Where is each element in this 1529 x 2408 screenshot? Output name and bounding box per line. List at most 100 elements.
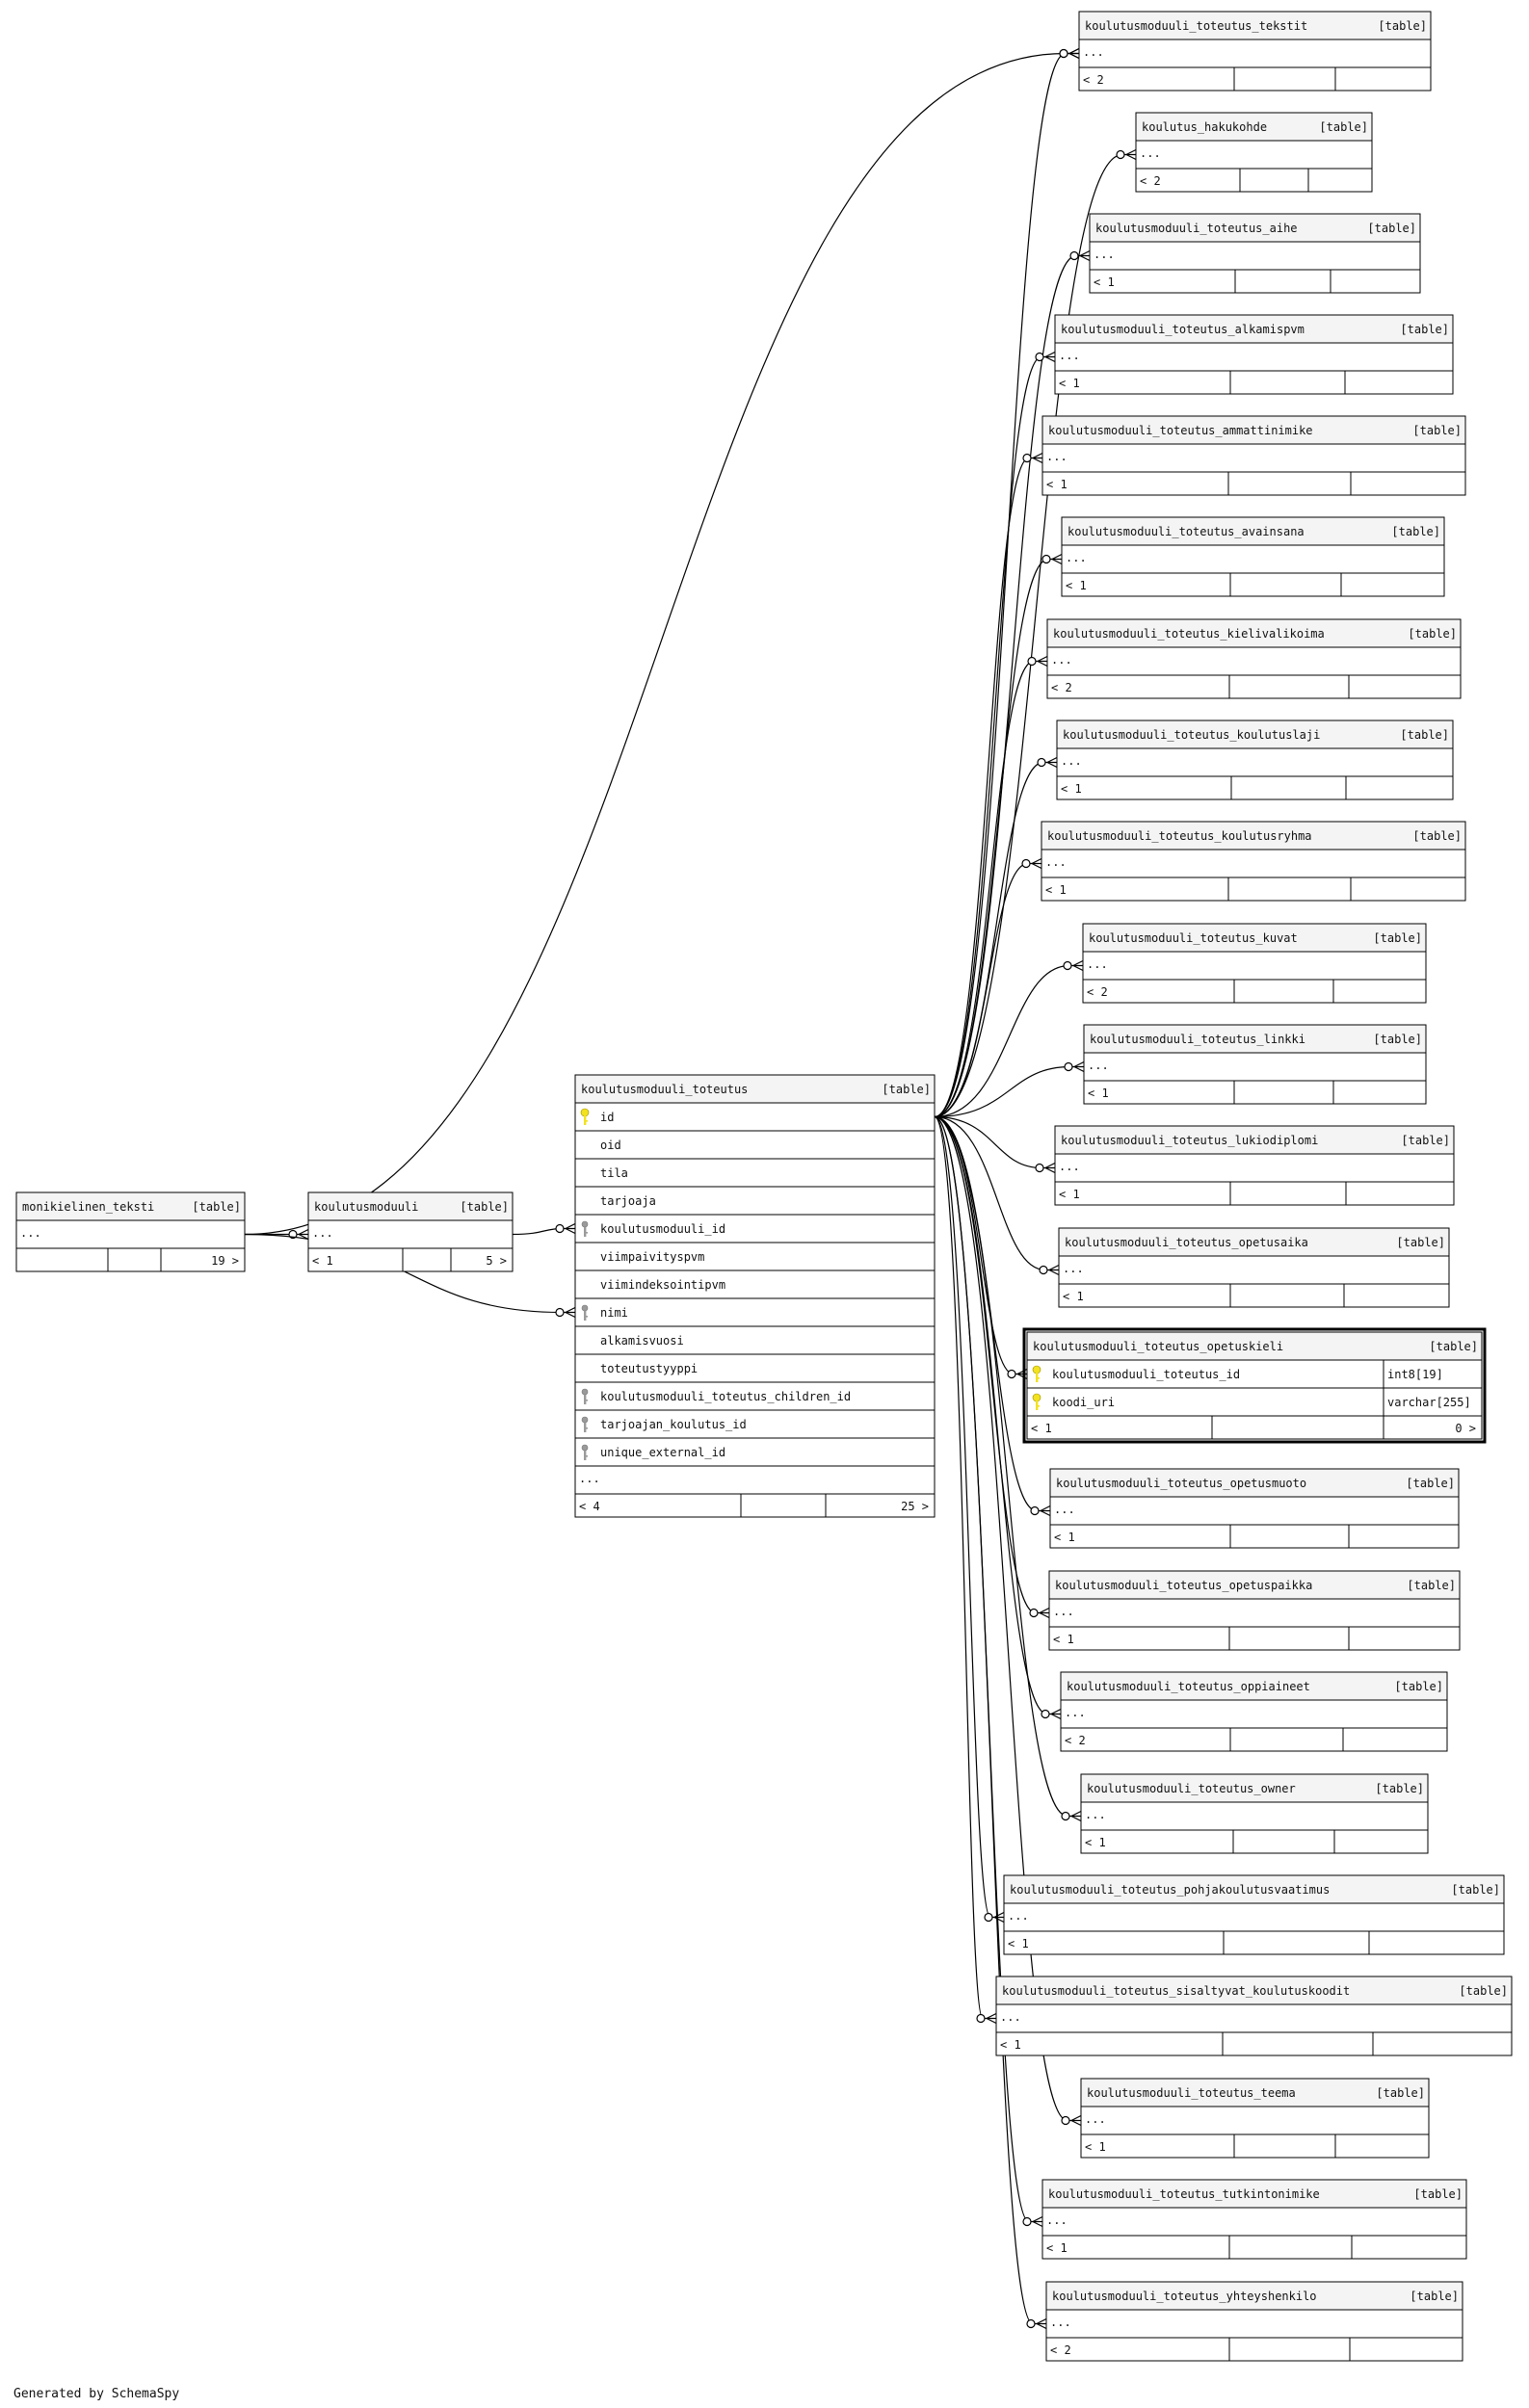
table-type-tag: [table] xyxy=(1410,2290,1459,2303)
table-type-tag: [table] xyxy=(1367,222,1416,235)
table-name: koulutusmoduuli_toteutus_opetusaika xyxy=(1065,1236,1308,1249)
table-monikielinen_teksti[interactable]: monikielinen_teksti[table]...19 > xyxy=(15,1191,246,1272)
table-name: koulutusmoduuli_toteutus_kielivalikoima xyxy=(1053,627,1325,641)
table-koulutusmoduuli_toteutus_opetusmuoto[interactable]: koulutusmoduuli_toteutus_opetusmuoto[tab… xyxy=(1049,1468,1460,1549)
more-columns-ellipsis: ... xyxy=(1140,146,1161,160)
column-name: viimpaivityspvm xyxy=(600,1250,704,1264)
table-koulutusmoduuli_toteutus_opetusaika[interactable]: koulutusmoduuli_toteutus_opetusaika[tabl… xyxy=(1058,1227,1450,1308)
table-name: koulutusmoduuli_toteutus_teema xyxy=(1087,2086,1296,2100)
parents-count: < 1 xyxy=(1008,1937,1029,1950)
column-name: viimindeksointipvm xyxy=(600,1278,725,1292)
table-koulutusmoduuli_toteutus_kielivalikoima[interactable]: koulutusmoduuli_toteutus_kielivalikoima[… xyxy=(1046,618,1462,699)
table-name: koulutusmoduuli_toteutus_sisaltyvat_koul… xyxy=(1002,1984,1350,1998)
table-type-tag: [table] xyxy=(1412,829,1462,843)
column-type: int8[19] xyxy=(1387,1368,1443,1381)
table-koulutusmoduuli_toteutus_yhteyshenkilo[interactable]: koulutusmoduuli_toteutus_yhteyshenkilo[t… xyxy=(1045,2281,1463,2362)
table-koulutusmoduuli_toteutus_sisaltyvat_koulutuskoodit[interactable]: koulutusmoduuli_toteutus_sisaltyvat_koul… xyxy=(995,1976,1513,2056)
table-name: koulutusmoduuli_toteutus_aihe xyxy=(1095,222,1298,235)
parents-count: < 1 xyxy=(1066,579,1087,592)
more-columns-ellipsis: ... xyxy=(579,1472,600,1485)
edge-main-to-t4 xyxy=(934,351,1056,1118)
edge-main-to-t12 xyxy=(934,1115,1056,1174)
table-koulutusmoduuli_toteutus_owner[interactable]: koulutusmoduuli_toteutus_owner[table]...… xyxy=(1080,1773,1429,1854)
table-koulutusmoduuli_toteutus_oppiaineet[interactable]: koulutusmoduuli_toteutus_oppiaineet[tabl… xyxy=(1060,1671,1448,1752)
table-type-tag: [table] xyxy=(1319,120,1368,134)
column-name: toteutustyyppi xyxy=(600,1362,698,1375)
parents-count: < 1 xyxy=(1046,2241,1068,2255)
table-koulutusmoduuli_toteutus_opetuspaikka[interactable]: koulutusmoduuli_toteutus_opetuspaikka [ta… xyxy=(1048,1570,1461,1651)
foreign-key-icon xyxy=(581,1388,589,1404)
parents-count: < 2 xyxy=(1083,73,1104,87)
more-columns-ellipsis: ... xyxy=(1054,1503,1075,1516)
table-type-tag: [table] xyxy=(192,1200,241,1214)
table-type-tag: [table] xyxy=(1373,931,1422,945)
table-name: koulutusmoduuli xyxy=(314,1200,418,1214)
table-type-tag: [table] xyxy=(1413,2187,1463,2201)
table-name: koulutusmoduuli_toteutus_alkamispvm xyxy=(1061,323,1305,336)
table-koulutusmoduuli_toteutus_aihe[interactable]: koulutusmoduuli_toteutus_aihe[table]...<… xyxy=(1089,213,1421,294)
more-columns-ellipsis: ... xyxy=(1059,349,1080,362)
table-type-tag: [table] xyxy=(1375,1782,1424,1795)
table-koulutusmoduuli_toteutus_alkamispvm[interactable]: koulutusmoduuli_toteutus_alkamispvm [tabl… xyxy=(1054,314,1454,395)
parents-count: < 1 xyxy=(1054,1531,1075,1544)
generated-by-footer: Generated by SchemaSpy xyxy=(13,2387,180,2401)
column-name: tarjoajan_koulutus_id xyxy=(600,1418,747,1431)
edge-main-to-t15 xyxy=(934,1115,1051,1517)
more-columns-ellipsis: ... xyxy=(1059,1160,1080,1173)
column-name: nimi xyxy=(600,1306,628,1320)
foreign-key-icon xyxy=(581,1220,589,1237)
table-koulutusmoduuli_toteutus_ammattinimike[interactable]: koulutusmoduuli_toteutus_ammattinimike[t… xyxy=(1041,415,1466,496)
table-name: koulutusmoduuli_toteutus_avainsana xyxy=(1068,525,1305,538)
table-koulutusmoduuli_toteutus_pohjakoulutusvaatimus[interactable]: koulutusmoduuli_toteutus_pohjakoulutusva… xyxy=(1003,1874,1505,1955)
children-count: 25 > xyxy=(901,1500,929,1513)
table-koulutusmoduuli_toteutus_koulutuslaji[interactable]: koulutusmoduuli_toteutus_koulutuslaji[ta… xyxy=(1056,720,1454,800)
table-koulutus_hakukohde[interactable]: koulutus_hakukohde[table]...< 2 xyxy=(1135,112,1373,193)
parents-count: < 1 xyxy=(1046,478,1068,491)
column-name: koodi_uri xyxy=(1052,1396,1115,1409)
more-columns-ellipsis: ... xyxy=(20,1226,41,1240)
table-koulutusmoduuli_toteutus_opetuskieli[interactable]: koulutusmoduuli_toteutus_opetuskieli [tab… xyxy=(1022,1327,1487,1444)
column-name: id xyxy=(600,1111,614,1124)
table-koulutusmoduuli_toteutus_tutkintonimike[interactable]: koulutusmoduuli_toteutus_tutkintonimike[… xyxy=(1041,2179,1467,2260)
children-count: 5 > xyxy=(486,1254,507,1268)
relationship-edges xyxy=(244,47,1137,2330)
table-name: koulutusmoduuli_toteutus_opetuskieli xyxy=(1033,1340,1283,1353)
table-koulutusmoduuli_toteutus_linkki[interactable]: koulutusmoduuli_toteutus_linkki[table]..… xyxy=(1083,1024,1427,1105)
table-koulutusmoduuli_toteutus_tekstit[interactable]: koulutusmoduuli_toteutus_tekstit[table].… xyxy=(1078,11,1432,92)
more-columns-ellipsis: ... xyxy=(1083,45,1104,59)
table-koulutusmoduuli_toteutus_teema[interactable]: koulutusmoduuli_toteutus_teema[table]...… xyxy=(1080,2078,1430,2159)
parents-count: < 1 xyxy=(1094,275,1115,289)
table-type-tag: [table] xyxy=(1429,1340,1478,1353)
table-name: koulutusmoduuli_toteutus_tekstit xyxy=(1085,19,1307,33)
column-type: varchar[255] xyxy=(1387,1396,1471,1409)
edge-main-to-t19 xyxy=(934,1115,1005,1924)
foreign-key-icon xyxy=(581,1304,589,1321)
table-koulutusmoduuli_toteutus_koulutusryhma[interactable]: koulutusmoduuli_toteutus_koulutusryhma[t… xyxy=(1041,821,1466,902)
table-koulutusmoduuli_toteutus_avainsana[interactable]: koulutusmoduuli_toteutus_avainsana[table… xyxy=(1061,516,1445,597)
parents-count: < 2 xyxy=(1065,1734,1086,1747)
more-columns-ellipsis: ... xyxy=(1046,450,1068,463)
table-koulutusmoduuli_toteutus_kuvat[interactable]: koulutusmoduuli_toteutus_kuvat[table]...… xyxy=(1082,923,1427,1004)
table-name: koulutusmoduuli_toteutus_lukiodiplomi xyxy=(1061,1134,1318,1147)
edge-main-to-t17 xyxy=(934,1115,1062,1720)
parents-count: < 1 xyxy=(1088,1086,1109,1100)
more-columns-ellipsis: ... xyxy=(1065,1706,1086,1719)
table-type-tag: [table] xyxy=(1400,323,1449,336)
edge-main-to-t8 xyxy=(934,756,1058,1118)
more-columns-ellipsis: ... xyxy=(1045,855,1067,869)
table-koulutusmoduuli_toteutus[interactable]: koulutusmoduuli_toteutus[table]idoidtila… xyxy=(574,1074,936,1518)
edge-main-to-t9 xyxy=(934,857,1042,1118)
column-name: unique_external_id xyxy=(600,1446,725,1459)
edge-main-to-t21 xyxy=(934,1115,1082,2127)
parents-count: < 1 xyxy=(1085,2140,1106,2154)
table-type-tag: [table] xyxy=(1459,1984,1508,1998)
parents-count: < 1 xyxy=(1031,1422,1052,1435)
table-koulutusmoduuli_toteutus_lukiodiplomi[interactable]: koulutusmoduuli_toteutus_lukiodiplomi[ta… xyxy=(1054,1125,1455,1206)
table-name: koulutusmoduuli_toteutus_opetuspaikka xyxy=(1055,1579,1312,1592)
parents-count: < 2 xyxy=(1051,681,1072,694)
parents-count: < 1 xyxy=(1059,377,1080,390)
edge-main-to-t1 xyxy=(934,47,1080,1118)
table-type-tag: [table] xyxy=(1407,1579,1456,1592)
